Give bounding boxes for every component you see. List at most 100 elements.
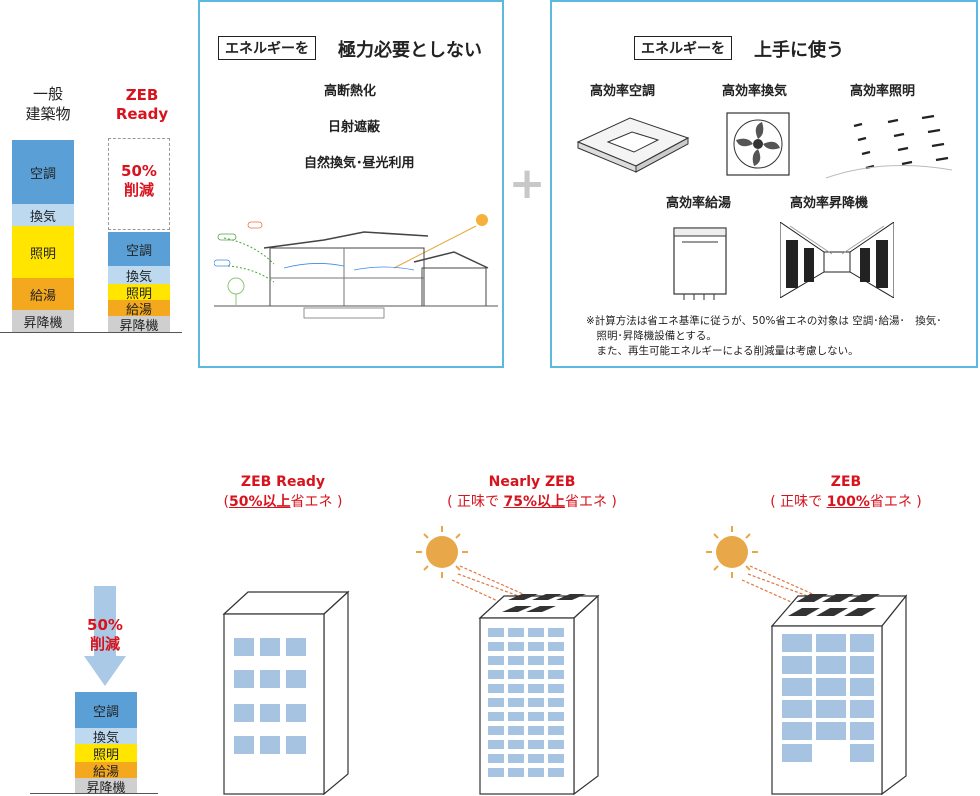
title-zeb: ZEB ( 正味で 100%省エネ ) — [746, 472, 946, 512]
title-name: Nearly ZEB — [488, 474, 576, 490]
window — [488, 726, 504, 735]
note-line: また、再生可能エネルギーによる削減量は考慮しない。 — [586, 345, 859, 357]
segment-light: 照明 — [108, 284, 170, 302]
window — [528, 670, 544, 679]
title-zeb-ready: ZEB Ready (50%以上省エネ ) — [208, 472, 358, 512]
window — [528, 698, 544, 707]
segment-vent: 換気 — [12, 204, 74, 226]
item-efficient-elevator: 高効率昇降機 — [784, 192, 875, 211]
window — [528, 754, 544, 763]
aircon-unit-icon — [576, 117, 690, 173]
segment-elevator: 昇降機 — [12, 310, 74, 332]
general-building-label: 一般 建築物 — [25, 85, 71, 123]
segment-light: 照明 — [12, 226, 74, 278]
window — [488, 656, 504, 665]
ventilation-fan-icon — [726, 112, 790, 176]
building-zeb-ready — [222, 590, 350, 795]
segment-aircon: 空調 — [108, 232, 170, 266]
window — [548, 740, 564, 749]
reduction-arrow — [84, 586, 126, 686]
window — [488, 684, 504, 693]
title-nearly-zeb: Nearly ZEB ( 正味で 75%以上省エネ ) — [428, 472, 636, 512]
segment-elevator: 昇降機 — [75, 778, 137, 796]
item-efficient-water: 高効率給湯 — [660, 192, 738, 211]
window — [528, 740, 544, 749]
panel-passive: エネルギーを 極力必要としない 高断熱化 日射遮蔽 自然換気･昼光利用 — [198, 0, 504, 368]
item-efficient-aircon: 高効率空調 — [584, 80, 662, 99]
baseline — [30, 793, 158, 794]
window — [488, 670, 504, 679]
panel-heading: 上手に使う — [754, 40, 844, 61]
item-shading: 日射遮蔽 — [322, 116, 387, 135]
segment-elevator: 昇降機 — [108, 316, 170, 334]
window — [548, 670, 564, 679]
note-line: 照明･昇降機設備とする。 — [586, 330, 717, 342]
window — [488, 628, 504, 637]
water-heater-icon — [673, 227, 727, 300]
title-sub: ( 正味で 100%省エネ ) — [770, 494, 922, 510]
segment-water: 給湯 — [108, 300, 170, 318]
window — [548, 642, 564, 651]
title-sub: ( 正味で 75%以上省エネ ) — [447, 494, 617, 510]
window — [508, 740, 524, 749]
segment-aircon: 空調 — [75, 692, 137, 728]
window — [528, 628, 544, 637]
lighting-icon — [825, 114, 953, 179]
window — [528, 768, 544, 777]
sun-icon — [426, 536, 458, 568]
window — [548, 712, 564, 721]
reduction-dashed-box — [108, 138, 170, 230]
window — [508, 726, 524, 735]
segment-aircon: 空調 — [12, 140, 74, 204]
item-natural-vent: 自然換気･昼光利用 — [298, 152, 421, 171]
window — [508, 656, 524, 665]
zeb-ready-bar-bottom: 空調 換気 照明 給湯 昇降機 — [75, 692, 137, 796]
title-name: ZEB Ready — [240, 474, 326, 490]
window — [508, 754, 524, 763]
building-nearly-zeb — [416, 526, 600, 795]
panel-efficient: エネルギーを 上手に使う 高効率空調 高効率換気 高効率照明 高効率給湯 高効率… — [550, 0, 978, 368]
reduction-label: 50% 削減 — [87, 616, 123, 653]
window — [528, 726, 544, 735]
calculation-note: ※計算方法は省エネ基準に従うが、50%省エネの対象は 空調･給湯･ 換気･ 照明… — [586, 314, 978, 359]
window — [528, 642, 544, 651]
general-building-bar: 空調 換気 照明 給湯 昇降機 — [12, 140, 74, 332]
note-line: ※計算方法は省エネ基準に従うが、50%省エネの対象は 空調･給湯･ 換気･ — [586, 315, 942, 327]
baseline — [0, 332, 182, 333]
window — [548, 698, 564, 707]
zeb-ready-bar: 空調 換気 照明 給湯 昇降機 — [108, 232, 170, 334]
window — [488, 712, 504, 721]
zeb-ready-label: ZEB Ready — [115, 86, 169, 123]
window — [508, 670, 524, 679]
window — [508, 642, 524, 651]
elevator-hall-icon — [780, 222, 894, 298]
window — [508, 698, 524, 707]
building-section-illustration — [214, 214, 498, 319]
window — [548, 726, 564, 735]
window — [548, 628, 564, 637]
window — [508, 768, 524, 777]
segment-vent: 換気 — [108, 266, 170, 285]
reduction-label: 50% 削減 — [121, 162, 157, 199]
window — [528, 656, 544, 665]
window — [488, 740, 504, 749]
building-zeb — [706, 526, 908, 795]
window — [508, 628, 524, 637]
window — [528, 684, 544, 693]
segment-light: 照明 — [75, 744, 137, 763]
window — [488, 754, 504, 763]
segment-water: 給湯 — [75, 762, 137, 780]
window — [548, 754, 564, 763]
boxed-energy-label: エネルギーを — [634, 36, 732, 60]
sun-icon — [716, 536, 748, 568]
window — [548, 768, 564, 777]
window — [548, 684, 564, 693]
boxed-energy-label: エネルギーを — [218, 36, 316, 60]
window — [488, 642, 504, 651]
title-name: ZEB — [830, 474, 862, 490]
window — [508, 712, 524, 721]
window — [488, 768, 504, 777]
item-insulation: 高断熱化 — [318, 80, 383, 99]
panel-heading: 極力必要としない — [338, 40, 482, 61]
window — [488, 698, 504, 707]
